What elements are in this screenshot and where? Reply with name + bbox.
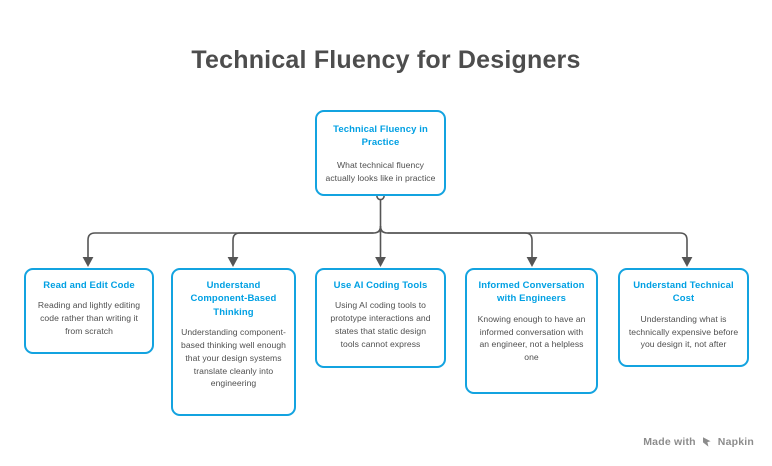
node-root-title: Technical Fluency in Practice xyxy=(333,124,428,149)
node-understand-technical-cost[interactable]: Understand Technical Cost Understanding … xyxy=(618,268,749,367)
connector-bus-left xyxy=(87,225,382,260)
napkin-logo-icon xyxy=(701,436,713,448)
connector-branch-1 xyxy=(232,232,374,260)
arrowhead-child-4 xyxy=(681,257,693,267)
node-root-description: What technical fluency actually looks li… xyxy=(325,159,436,183)
arrowhead-child-3 xyxy=(526,257,538,267)
watermark-brand: Napkin xyxy=(717,436,754,448)
watermark-text: Made with xyxy=(643,436,696,448)
node-description: Reading and lightly editing code rather … xyxy=(37,300,141,336)
arrowhead-child-1 xyxy=(227,257,239,267)
arrowhead-child-2 xyxy=(375,257,386,267)
node-title: Use AI Coding Tools xyxy=(333,280,428,291)
node-read-and-edit-code[interactable]: Read and Edit Code Reading and lightly e… xyxy=(24,268,154,354)
node-use-ai-coding-tools[interactable]: Use AI Coding Tools Using AI coding tool… xyxy=(315,268,446,368)
arrowhead-child-0 xyxy=(82,257,94,267)
node-title: Understand Technical Cost xyxy=(633,280,734,305)
node-understand-component-based-thinking[interactable]: Understand Component-Based Thinking Unde… xyxy=(171,268,296,416)
node-title: Understand Component-Based Thinking xyxy=(190,280,277,318)
node-description: Understanding component-based thinking w… xyxy=(181,327,286,389)
node-root[interactable]: Technical Fluency in Practice What techn… xyxy=(315,110,446,196)
napkin-watermark: Made with Napkin xyxy=(643,436,754,448)
page-title: Technical Fluency for Designers xyxy=(191,46,581,74)
connector-branch-3 xyxy=(387,232,533,260)
node-description: Knowing enough to have an informed conve… xyxy=(477,313,586,363)
node-description: Understanding what is technically expens… xyxy=(628,313,739,350)
node-title: Informed Conversation with Engineers xyxy=(478,280,585,305)
node-informed-conversation-with-engineers[interactable]: Informed Conversation with Engineers Kno… xyxy=(465,268,598,394)
connector-bus-right xyxy=(379,225,688,260)
node-description: Using AI coding tools to prototype inter… xyxy=(330,300,431,349)
node-title: Read and Edit Code xyxy=(43,280,135,291)
